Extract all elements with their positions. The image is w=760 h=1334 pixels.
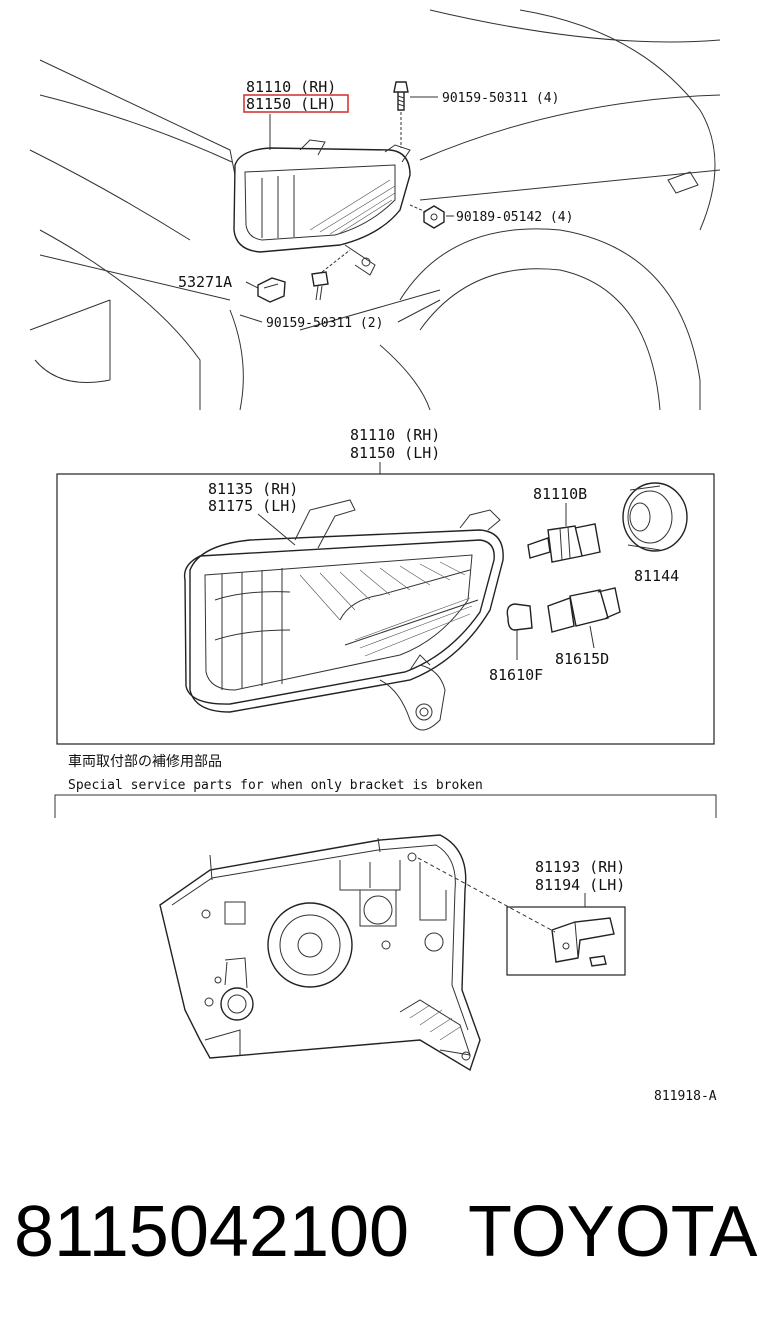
headlamp-rear-view <box>159 834 481 1072</box>
callout-bolt-bottom: 90159-50311 (2) <box>266 316 383 331</box>
callout-cover: 81144 <box>634 567 679 585</box>
callout-top-rh: 81110 (RH) <box>246 78 336 96</box>
figure-code: 811918-A <box>654 1089 717 1104</box>
socket-d-icon <box>547 587 621 649</box>
callout-assy-lh: 81150 (LH) <box>350 444 440 462</box>
vehicle-body-outline <box>29 9 721 411</box>
bolt-bottom-icon <box>311 249 351 301</box>
callout-nut: 90189-05142 (4) <box>456 210 573 225</box>
callout-socket-b: 81110B <box>533 485 587 503</box>
bulb-icon <box>506 603 533 660</box>
callout-bracket-lh: 81194 (LH) <box>535 876 625 894</box>
callout-top-lh: 81150 (LH) <box>246 95 336 113</box>
headlamp-unit <box>183 499 504 731</box>
highlight-box <box>243 94 349 113</box>
assy-frame <box>56 473 715 745</box>
bracket-frame <box>506 906 626 976</box>
bolt-top-icon <box>393 81 438 148</box>
nut-icon <box>409 204 454 229</box>
cover-icon <box>622 482 688 552</box>
callout-bolt-top: 90159-50311 (4) <box>442 91 559 106</box>
callout-unit-rh: 81135 (RH) <box>208 480 298 498</box>
callout-unit-lh: 81175 (LH) <box>208 497 298 515</box>
callout-bracket-rh: 81193 (RH) <box>535 858 625 876</box>
socket-icon <box>527 503 601 563</box>
callout-clip: 53271A <box>178 273 232 291</box>
part-number: 8115042100 <box>14 1192 409 1272</box>
callout-socket-d: 81615D <box>555 650 609 668</box>
bracket-icon <box>551 917 615 967</box>
note-english: Special service parts for when only brac… <box>68 778 483 793</box>
clip-icon <box>245 277 286 303</box>
installed-headlamp <box>233 139 411 276</box>
note-japanese: 車両取付部の補修用部品 <box>68 753 222 770</box>
brand-name: TOYOTA <box>468 1192 757 1272</box>
callout-assy-rh: 81110 (RH) <box>350 426 440 444</box>
callout-bulb-f: 81610F <box>489 666 543 684</box>
